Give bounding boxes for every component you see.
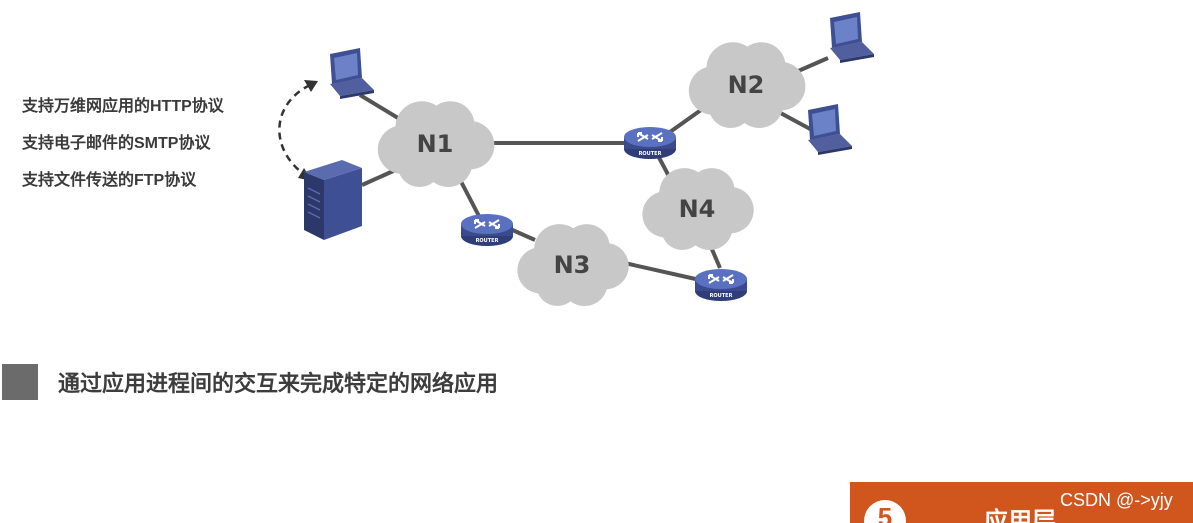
router-a-icon: ROUTER	[623, 126, 677, 160]
router-c-icon: ROUTER	[694, 268, 748, 302]
layer-name: 应用层	[984, 508, 1056, 523]
protocol-list: 支持万维网应用的HTTP协议 支持电子邮件的SMTP协议 支持文件传送的FTP协…	[22, 88, 224, 199]
bullet-square-icon	[2, 364, 38, 400]
dashed-arrow	[278, 83, 311, 177]
protocol-http: 支持万维网应用的HTTP协议	[22, 98, 224, 115]
arrow-head-top-icon	[304, 80, 318, 92]
watermark: CSDN @->yjy	[1060, 490, 1173, 510]
summary-bar: 通过应用进程间的交互来完成特定的网络应用	[0, 362, 498, 402]
server-icon	[304, 160, 362, 240]
layer-number-badge: 5	[864, 500, 906, 523]
cloud-label-n1: N1	[417, 130, 454, 158]
router-b-icon: ROUTER	[460, 213, 514, 247]
link-n2-laptop-top	[795, 56, 829, 74]
summary-statement: 通过应用进程间的交互来完成特定的网络应用	[58, 371, 499, 396]
cloud-label-n3: N3	[554, 251, 591, 279]
svg-text:ROUTER: ROUTER	[710, 293, 733, 299]
cloud-label-n2: N2	[728, 71, 765, 99]
protocol-ftp: 支持文件传送的FTP协议	[22, 172, 197, 189]
cloud-label-n4: N4	[679, 195, 716, 223]
laptop-n2-top-icon	[830, 12, 874, 63]
network-diagram: N1 N2 N3 N4 ROUTER ROUTER ROUTER	[278, 12, 874, 306]
laptop-n2-right-icon	[808, 104, 852, 155]
link-n3-router-c	[619, 260, 701, 282]
protocol-smtp: 支持电子邮件的SMTP协议	[22, 135, 211, 152]
laptop-client-icon	[330, 48, 374, 99]
svg-text:ROUTER: ROUTER	[476, 238, 499, 244]
link-n1-laptop	[358, 93, 400, 120]
layer-tab: 5 应用层	[850, 482, 1193, 523]
svg-text:ROUTER: ROUTER	[639, 151, 662, 157]
